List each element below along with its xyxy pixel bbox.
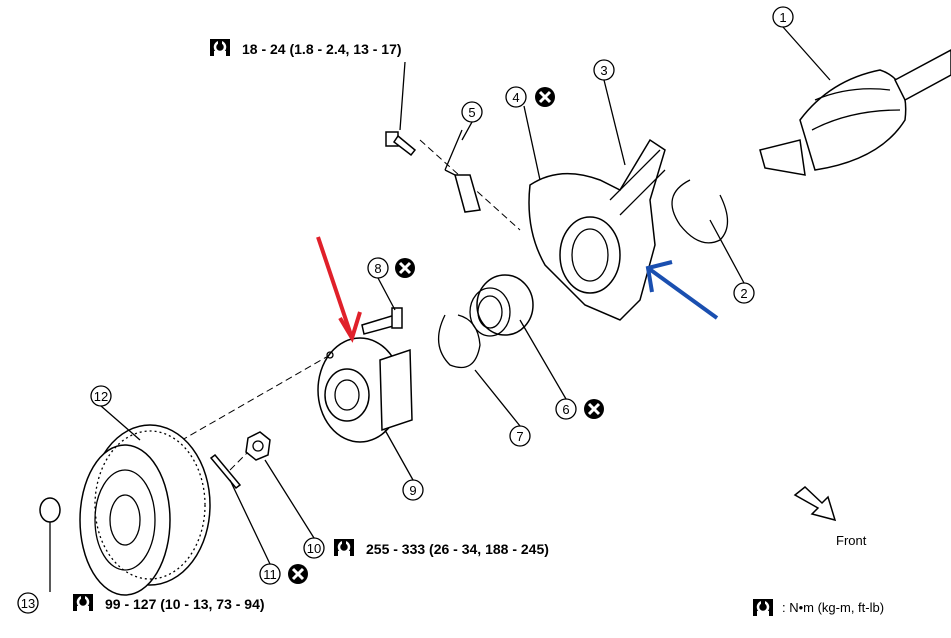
units-legend: : N•m (kg-m, ft-lb) [782,600,884,615]
wheel-nut-13 [39,497,61,592]
torque-spec-bolt: 18 - 24 (1.8 - 2.4, 13 - 17) [242,41,402,57]
sensor-bracket [444,129,463,176]
drive-shaft [759,49,951,176]
red-arrow [316,236,354,339]
callout-12: 12 [90,385,112,407]
svg-text:10: 10 [307,541,321,556]
callout-1: 1 [772,6,794,28]
x-circle-icon [533,85,557,109]
svg-text:6: 6 [562,402,569,417]
wheel-bearing-6 [469,274,534,337]
svg-text:3: 3 [600,63,607,78]
torque-spec-nut-10: 255 - 333 (26 - 34, 188 - 245) [366,541,549,557]
x-circle-icon [286,562,310,586]
callout-4: 4 [505,86,527,108]
svg-text:4: 4 [512,90,519,105]
blue-arrow-head [645,260,673,293]
torque-wrench-icon [208,37,232,58]
svg-text:8: 8 [374,261,381,276]
sensor-5 [454,174,481,213]
svg-text:12: 12 [94,389,108,404]
axis-line [229,444,256,471]
svg-text:9: 9 [409,483,416,498]
svg-text:1: 1 [779,10,786,25]
svg-text:2: 2 [740,286,747,301]
svg-text:13: 13 [21,596,35,611]
red-arrow-head [338,311,362,343]
callout-5: 5 [461,101,483,123]
steering-knuckle [528,138,666,321]
torque-wrench-icon [332,537,356,558]
torque-wrench-icon [751,597,775,618]
svg-text:11: 11 [263,567,277,582]
callout-9: 9 [402,479,424,501]
torque-spec-nut-13: 99 - 127 (10 - 13, 73 - 94) [105,596,265,612]
cotter-pin-11 [209,453,242,490]
leader-lines [100,26,831,565]
svg-text:7: 7 [516,429,523,444]
blue-arrow [646,266,719,320]
svg-text:5: 5 [468,105,475,120]
brake-rotor-12 [79,424,211,596]
hub-bolt-8 [361,307,403,335]
callout-7: 7 [509,425,531,447]
bolt [385,131,417,157]
callout-13: 13 [17,592,39,614]
snap-ring-2 [671,179,729,244]
x-circle-icon [393,256,417,280]
callout-2: 2 [733,282,755,304]
front-label: Front [836,533,867,548]
torque-wrench-icon [71,592,95,613]
callout-10: 10 [303,537,325,559]
callout-11: 11 [259,563,281,585]
x-circle-icon [582,397,606,421]
wheel-hub-9 [317,337,413,443]
wheel-nut-10 [245,431,271,461]
callout-6: 6 [555,398,577,420]
snap-ring-7 [438,314,481,369]
callout-8: 8 [367,257,389,279]
front-arrow-icon [793,486,837,522]
callout-3: 3 [593,59,615,81]
